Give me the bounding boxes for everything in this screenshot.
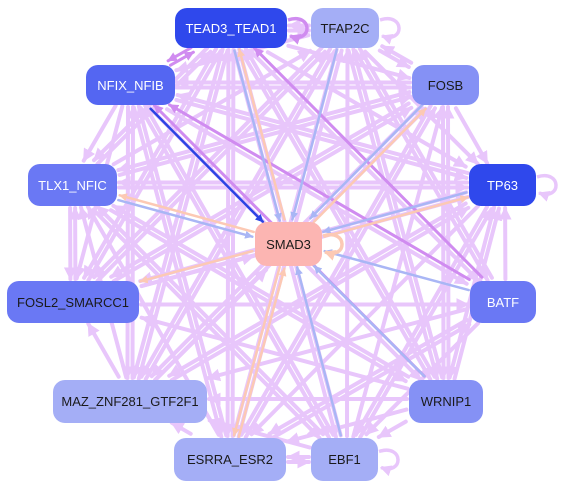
edge-maz_znf281_gtf2f1-to-fosl2_smarcc1 xyxy=(86,321,121,379)
edge-tlx1_nfic-to-wrnip1 xyxy=(108,208,408,384)
node-label: FOSL2_SMARCC1 xyxy=(17,294,129,310)
edge-ebf1-to-maz_znf281_gtf2f1 xyxy=(207,417,312,450)
edge-maz_znf281_gtf2f1-to-tp63 xyxy=(169,205,471,383)
edge-wrnip1-to-smad3 xyxy=(313,264,426,378)
edge-smad3-to-tead3_tead1 xyxy=(237,48,286,221)
edge-fosb-to-smad3 xyxy=(309,103,424,220)
edge-batf-to-smad3 xyxy=(323,249,470,292)
self-loop-tead3_tead1 xyxy=(287,16,309,45)
edge-tlx1_nfic-to-smad3 xyxy=(117,198,254,239)
edge-tead3_tead1-to-smad3 xyxy=(233,49,282,222)
node-label: EBF1 xyxy=(328,452,361,467)
self-loop-tfap2c xyxy=(379,16,401,45)
edge-ebf1-to-tlx1_nfic xyxy=(95,204,325,437)
edge-smad3-to-fosb xyxy=(312,107,427,224)
edge-nfix_nfib-to-tp63 xyxy=(174,97,469,182)
node-fosb[interactable]: FOSB xyxy=(412,65,479,105)
edge-batf-to-tead3_tead1 xyxy=(253,46,484,279)
node-label: TLX1_NFIC xyxy=(38,177,107,193)
node-label: TEAD3_TEAD1 xyxy=(185,20,277,36)
edge-smad3-to-tlx1_nfic xyxy=(118,193,255,234)
edge-nfix_nfib-to-smad3 xyxy=(149,107,265,224)
edge-batf-to-nfix_nfib xyxy=(168,103,471,281)
edge-fosl2_smarcc1-to-fosb xyxy=(111,105,414,284)
node-fosl2-smarcc1[interactable]: FOSL2_SMARCC1 xyxy=(7,281,139,323)
node-tead3-tead1[interactable]: TEAD3_TEAD1 xyxy=(175,8,287,48)
node-tp63[interactable]: TP63 xyxy=(469,164,536,206)
edge-fosb-to-fosl2_smarcc1 xyxy=(109,101,411,279)
node-ebf1[interactable]: EBF1 xyxy=(311,438,378,481)
edge-wrnip1-to-tfap2c xyxy=(350,47,445,380)
node-batf[interactable]: BATF xyxy=(470,281,536,323)
node-label: WRNIP1 xyxy=(420,394,472,409)
edge-smad3-to-fosl2_smarcc1 xyxy=(139,249,254,284)
edge-tead3_tead1-to-wrnip1 xyxy=(239,49,433,382)
edge-smad3-to-tp63 xyxy=(323,195,469,238)
node-tlx1-nfic[interactable]: TLX1_NFIC xyxy=(28,164,117,206)
edge-tfap2c-to-maz_znf281_gtf2f1 xyxy=(139,46,333,379)
node-wrnip1[interactable]: WRNIP1 xyxy=(409,380,483,423)
edge-nfix_nfib-to-tlx1_nfic xyxy=(81,103,118,163)
node-label: FOSB xyxy=(427,77,464,93)
node-label: SMAD3 xyxy=(266,236,311,252)
node-label: TP63 xyxy=(486,177,519,193)
edge-batf-to-tfap2c xyxy=(357,46,494,280)
self-loop-tp63 xyxy=(536,173,558,202)
node-label: ESRRA_ESR2 xyxy=(187,452,273,467)
edge-wrnip1-to-tead3_tead1 xyxy=(243,46,437,379)
edge-fosb-to-tlx1_nfic xyxy=(116,90,412,174)
edge-fosb-to-tfap2c xyxy=(380,44,414,65)
edge-wrnip1-to-esrra_esr2 xyxy=(285,407,409,445)
edge-ebf1-to-smad3 xyxy=(295,266,343,437)
node-esrra-esr2[interactable]: ESRRA_ESR2 xyxy=(174,438,286,481)
edge-tead3_tead1-to-fosb xyxy=(286,43,412,82)
edge-wrnip1-to-tlx1_nfic xyxy=(111,203,411,379)
edge-smad3-to-esrra_esr2 xyxy=(232,266,281,437)
edge-tp63-to-maz_znf281_gtf2f1 xyxy=(167,201,468,378)
edge-tead3_tead1-to-nfix_nfib xyxy=(166,46,193,63)
node-tfap2c[interactable]: TFAP2C xyxy=(311,8,379,48)
edge-esrra_esr2-to-maz_znf281_gtf2f1 xyxy=(169,420,193,436)
node-label: BATF xyxy=(486,294,520,310)
edge-tp63-to-nfix_nfib xyxy=(175,91,470,175)
node-maz-znf281-gtf2f1[interactable]: MAZ_ZNF281_GTF2F1 xyxy=(53,380,207,423)
edge-nfix_nfib-to-batf xyxy=(165,107,469,286)
self-loop-smad3 xyxy=(322,232,344,261)
edge-nfix_nfib-to-ebf1 xyxy=(138,106,331,440)
node-nfix-nfib[interactable]: NFIX_NFIB xyxy=(86,65,175,105)
node-smad3[interactable]: SMAD3 xyxy=(255,222,322,266)
node-label: TFAP2C xyxy=(320,20,370,36)
edge-esrra_esr2-to-batf xyxy=(270,322,472,441)
edge-tlx1_nfic-to-fosb xyxy=(117,93,413,177)
edge-wrnip1-to-fosl2_smarcc1 xyxy=(139,314,410,391)
node-label: NFIX_NFIB xyxy=(97,77,164,93)
edge-fosb-to-tp63 xyxy=(453,106,490,166)
edge-tp63-to-esrra_esr2 xyxy=(249,204,480,437)
edge-fosb-to-esrra_esr2 xyxy=(239,103,433,437)
edge-tfap2c-to-smad3 xyxy=(290,48,339,221)
self-loop-ebf1 xyxy=(378,448,400,477)
edge-esrra_esr2-to-smad3 xyxy=(237,267,287,438)
edge-nfix_nfib-to-tead3_tead1 xyxy=(169,50,195,67)
node-label: MAZ_ZNF281_GTF2F1 xyxy=(61,394,199,409)
edge-tp63-to-smad3 xyxy=(322,191,468,234)
edge-wrnip1-to-ebf1 xyxy=(376,419,408,439)
